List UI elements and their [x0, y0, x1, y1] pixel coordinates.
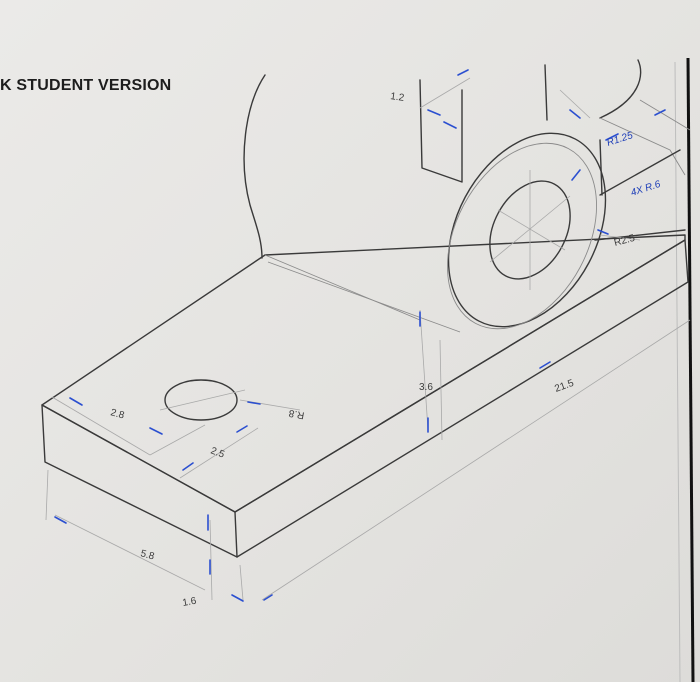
flange-back-circle — [447, 142, 597, 330]
left-support — [243, 74, 266, 259]
top-slot — [419, 59, 691, 183]
right-bracket-line — [599, 117, 686, 176]
arrow-21-5-right — [539, 361, 551, 369]
dim-line-1-2 — [419, 77, 471, 109]
arrow-2-8-left — [69, 397, 83, 406]
ext-line-top — [559, 89, 591, 119]
dim-line-3-6 — [419, 309, 429, 431]
rail-upper — [599, 149, 681, 196]
slot-right-edge — [544, 64, 548, 121]
dimension-labels: 1.2 R1.25 4X R.6 R2.5 3.6 21.5 2.8 R.8 2… — [109, 91, 662, 609]
arrow-inner-hole — [571, 169, 581, 181]
dim-line-2-5 — [179, 427, 259, 479]
base-side-face — [234, 239, 689, 558]
dim-label-1-2: 1.2 — [390, 91, 406, 104]
base-inner-edge — [264, 254, 421, 321]
flange-inner-hole — [489, 180, 571, 280]
dim-label-r125: R1.25 — [606, 130, 635, 149]
arrow-21-5-left — [263, 594, 273, 601]
arrow-top-right — [569, 109, 581, 119]
base-inner-edge-2 — [267, 261, 461, 333]
leader-r25 — [599, 234, 641, 241]
arrow-2-5-right — [236, 425, 248, 433]
page-edge-line — [686, 57, 695, 682]
dim-label-2-8: 2.8 — [109, 407, 126, 421]
right-bracket-top — [639, 99, 691, 131]
arrow-5-8-left — [54, 516, 67, 524]
page-edge-shadow — [674, 61, 681, 682]
hole-centerline — [159, 389, 246, 411]
dim-label-2-5: 2.5 — [209, 445, 226, 460]
arrow-r125 — [605, 133, 619, 141]
dim-line-21-5 — [261, 319, 691, 601]
rail-post — [599, 139, 603, 196]
arrow-2-8-right — [149, 427, 163, 435]
arrow-r8 — [247, 401, 261, 405]
round-flange — [447, 132, 607, 330]
rail-lower — [594, 229, 686, 241]
arrow-1-2-left — [427, 109, 441, 116]
arrow-bracket — [654, 109, 666, 116]
arrow-1-2-mid — [443, 121, 457, 129]
dim-label-4xr6: 4X R.6 — [630, 179, 663, 199]
base-top-face — [41, 234, 686, 513]
dim-label-1-6: 1.6 — [182, 596, 198, 609]
dim-label-r8: R.8 — [288, 407, 306, 421]
top-right-curve — [599, 59, 642, 119]
base-front-face — [41, 404, 238, 558]
flange-outer-circle — [447, 132, 607, 328]
flange-centerline-3 — [497, 209, 566, 251]
base-block — [41, 234, 689, 558]
arrow-1-2-top — [457, 69, 469, 76]
dim-label-21-5: 21.5 — [553, 378, 575, 395]
dim-label-5-8: 5.8 — [139, 548, 156, 562]
ext-line-left — [45, 469, 49, 521]
ext-line-1-6-b — [239, 564, 244, 601]
left-support-curve — [243, 74, 266, 259]
dim-line-2-8-b — [149, 424, 206, 456]
arrow-1-6-bottom — [231, 594, 244, 602]
slot-outline — [419, 79, 463, 183]
dim-label-r25: R2.5 — [613, 233, 637, 249]
base-hole — [164, 379, 238, 421]
student-version-watermark: K STUDENT VERSION — [0, 77, 172, 94]
dim-line-5-8 — [54, 514, 206, 591]
ext-line-1-6 — [209, 519, 213, 601]
dimension-lines — [45, 77, 691, 601]
arrow-r25 — [597, 229, 609, 235]
dim-line-2-8 — [51, 396, 151, 456]
ext-line-3-6 — [439, 339, 443, 441]
dim-label-3-6: 3.6 — [419, 382, 433, 393]
arrow-2-5-left — [182, 462, 194, 471]
dimension-arrows — [54, 69, 666, 602]
